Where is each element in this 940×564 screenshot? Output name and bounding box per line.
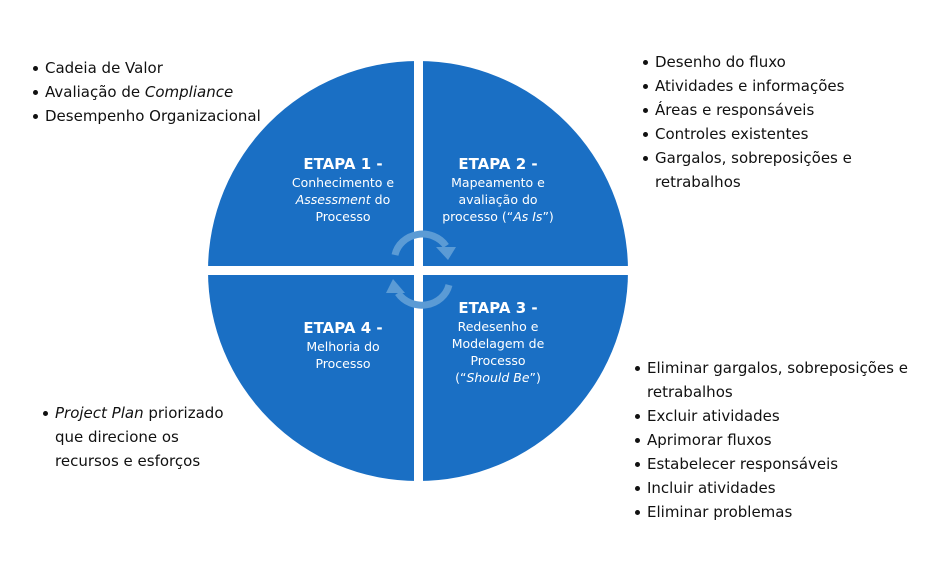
quadrant-stage-2 bbox=[418, 61, 628, 271]
top-left-item-1: Avaliação de Compliance bbox=[32, 80, 292, 104]
top-right-item-3: Controles existentes bbox=[642, 122, 922, 146]
top-left-item-0: Cadeia de Valor bbox=[32, 56, 292, 80]
cycle-arrow-lower-icon bbox=[395, 283, 453, 309]
top-left-item-2: Desempenho Organizacional bbox=[32, 104, 292, 128]
divider-horizontal bbox=[202, 266, 634, 275]
cycle-arrow-upper-icon bbox=[391, 230, 449, 256]
stage-1-title: ETAPA 1 - bbox=[303, 155, 383, 173]
cycle-arrow-upper-head-icon bbox=[436, 247, 456, 260]
top-right-item-0: Desenho do fluxo bbox=[642, 50, 922, 74]
top-right-item-1: Atividades e informações bbox=[642, 74, 922, 98]
bottom-right-item-1: Excluir atividades bbox=[634, 404, 934, 428]
bottom-right-item-5: Eliminar problemas bbox=[634, 500, 934, 524]
stage-4-title: ETAPA 4 - bbox=[303, 319, 383, 337]
bottom-right-item-3: Estabelecer responsáveis bbox=[634, 452, 934, 476]
bottom-right-item-4: Incluir atividades bbox=[634, 476, 934, 500]
quadrant-stage-3 bbox=[418, 271, 628, 481]
cycle-arrow-lower-head-icon bbox=[386, 279, 405, 293]
top-right-item-2: Áreas e responsáveis bbox=[642, 98, 922, 122]
stage-3-title: ETAPA 3 - bbox=[458, 299, 538, 317]
quadrant-stage-4 bbox=[208, 271, 418, 481]
stage-2-title: ETAPA 2 - bbox=[458, 155, 538, 173]
bottom-right-item-2: Aprimorar fluxos bbox=[634, 428, 934, 452]
quadrant-stage-1 bbox=[208, 61, 418, 271]
